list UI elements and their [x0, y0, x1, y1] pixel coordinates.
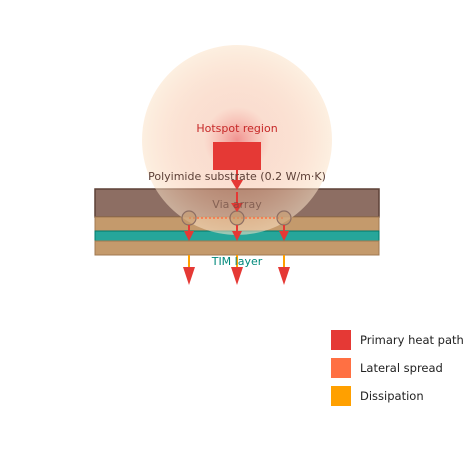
- primary-arrowhead-right: [279, 231, 289, 241]
- legend-label-lateral: Lateral spread: [360, 361, 443, 375]
- legend-item-primary: Primary heat path: [331, 330, 464, 350]
- primary-arrowhead-center-mid: [231, 203, 243, 212]
- primary-arrowhead-left: [184, 231, 194, 241]
- legend-label-primary: Primary heat path: [360, 333, 464, 347]
- via-array-label: Via array: [212, 198, 262, 211]
- via-left: [181, 210, 197, 226]
- via-right: [276, 210, 292, 226]
- legend-swatch-primary: [331, 330, 351, 350]
- hotspot-label: Hotspot region: [196, 122, 277, 135]
- legend-swatch-dissipation: [331, 386, 351, 406]
- legend-item-lateral: Lateral spread: [331, 358, 464, 378]
- legend-label-dissipation: Dissipation: [360, 389, 424, 403]
- dissipation-arrowhead-left: [183, 267, 195, 285]
- dissipation-arrowhead-right: [278, 267, 290, 285]
- primary-arrowhead-center: [232, 231, 242, 241]
- legend-swatch-lateral: [331, 358, 351, 378]
- hotspot-block: [213, 142, 261, 170]
- dissipation-arrowhead-center: [231, 267, 243, 285]
- tim-layer-label: TIM layer: [211, 255, 263, 268]
- legend: Primary heat path Lateral spread Dissipa…: [331, 330, 464, 414]
- copper-layer-bottom: [94, 240, 380, 256]
- substrate-label: Polyimide substrate (0.2 W/m·K): [148, 170, 326, 183]
- primary-arrowhead-center-top: [231, 180, 243, 190]
- legend-item-dissipation: Dissipation: [331, 386, 464, 406]
- via-center: [229, 210, 245, 226]
- heat-glow: [142, 45, 332, 235]
